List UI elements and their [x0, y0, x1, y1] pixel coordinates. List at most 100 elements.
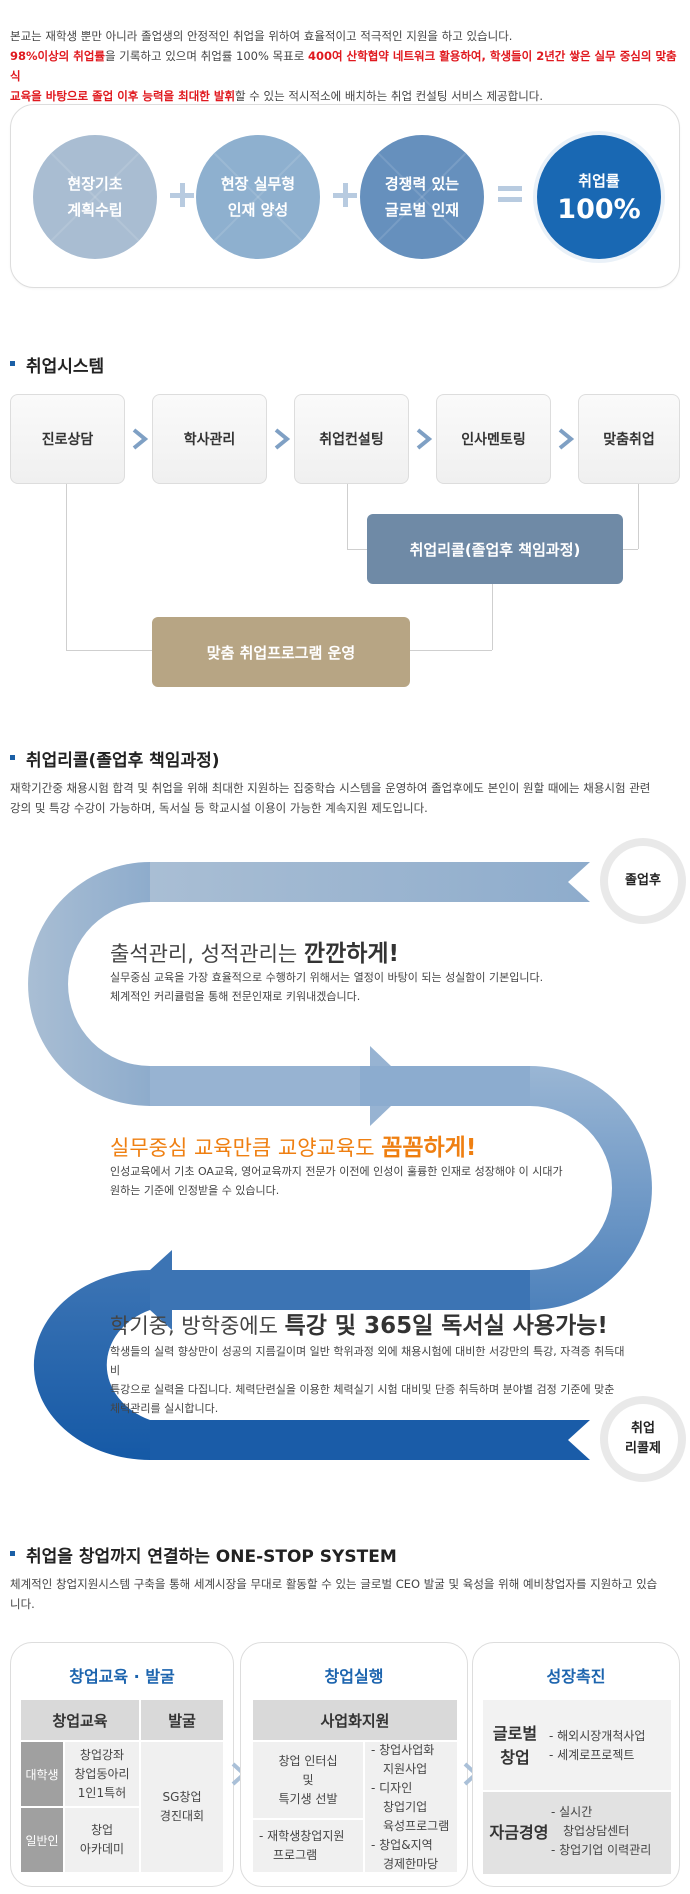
- header-discovery: 발굴: [141, 1700, 223, 1740]
- cell-internship-selection: 창업 인터십 및 특기생 선발: [253, 1742, 363, 1818]
- recall-body-attendance: 실무중심 교육을 가장 효율적으로 수행하기 위해서는 열정이 바탕이 되는 성…: [110, 968, 610, 1006]
- list-item: - 세계로프로젝트: [549, 1748, 635, 1762]
- intro-emphasis: 400여 산학협약 네트워크 활용하여, 학생들이 2년간 쌓은 실무 중심의 …: [10, 49, 677, 83]
- panel-startup-education: 창업교육 · 발굴 창업교육 발굴 대학생 일반인 창업강좌 창업동아리 1인1…: [10, 1642, 234, 1887]
- plus-icon: [333, 183, 357, 207]
- goal-circle-basic-plan: 현장기초 계획수립: [33, 135, 157, 259]
- recall-body-liberal-arts: 인성교육에서 기초 OA교육, 영어교육까지 전문가 이전에 인성이 훌륭한 인…: [110, 1162, 610, 1200]
- recall-description: 재학기간중 채용시험 합격 및 취업을 위해 최대한 지원하는 집중학습 시스템…: [10, 778, 680, 818]
- cell-student-startup-program: - 재학생창업지원 프로그램: [253, 1820, 363, 1872]
- connector-line: [66, 484, 67, 650]
- connector-line: [410, 650, 492, 651]
- list-item: - 창업기업 이력관리: [551, 1843, 652, 1857]
- intro-line-3: 교육을 바탕으로 졸업 이후 능력을 최대한 발휘할 수 있는 적시적소에 배치…: [10, 86, 680, 106]
- employment-rate-box: 현장기초 계획수립 현장 실무형 인재 양성 경쟁력 있는 글로벌 인재 취업률…: [10, 104, 680, 288]
- badge-label: 취업 리콜제: [608, 1404, 678, 1474]
- intro-emphasis: 98%이상의 취업률: [10, 49, 106, 63]
- recall-description-line: 강의 및 특강 수강이 가능하며, 독서실 등 학교시설 이용이 가능한 계속지…: [10, 801, 428, 815]
- heading-emphasis: 꼼꼼하게!: [381, 1135, 477, 1161]
- cell-startup-competition: SG창업 경진대회: [141, 1742, 223, 1872]
- connector-line: [347, 484, 348, 549]
- goal-circle-employment-rate: 취업률 100%: [537, 135, 661, 259]
- goal-circle-global-talent: 경쟁력 있는 글로벌 인재: [360, 135, 484, 259]
- body-line: 체력관리를 실시합니다.: [110, 1402, 219, 1415]
- list-item: - 실시간: [551, 1805, 593, 1819]
- cell-text: 아카데미: [79, 1842, 125, 1856]
- cell-support-programs: - 창업사업화 지원사업 - 디자인 창업기업 육성프로그램 - 창업&지역 경…: [365, 1742, 457, 1872]
- plus-icon: [170, 183, 194, 207]
- section-title-one-stop: 취업을 창업까지 연결하는 ONE-STOP SYSTEM: [10, 1542, 397, 1567]
- circle-label: 계획수립: [67, 201, 123, 219]
- intro-text: 본교는 재학생 뿐만 아니라 졸업생의 안정적인 취업을 위하여 효율적이고 적…: [10, 26, 680, 106]
- panel-title: 창업교육 · 발굴: [69, 1667, 175, 1686]
- badge-label-line: 취업: [631, 1421, 655, 1436]
- cell-student-programs: 창업강좌 창업동아리 1인1특허: [65, 1742, 139, 1806]
- row-label-university-student: 대학생: [21, 1742, 63, 1806]
- badge-after-graduation: 졸업후: [600, 838, 686, 924]
- panel-startup-execution: 창업실행 사업화지원 창업 인터십 및 특기생 선발 - 재학생창업지원 프로그…: [240, 1642, 468, 1887]
- circle-label: 글로벌 인재: [384, 201, 460, 219]
- recall-description-line: 재학기간중 채용시험 합격 및 취업을 위해 최대한 지원하는 집중학습 시스템…: [10, 781, 651, 795]
- list-fund-management: - 실시간 창업상담센터 - 창업기업 이력관리: [551, 1803, 651, 1860]
- section-title-system: 취업시스템: [10, 352, 104, 377]
- body-line: 인성교육에서 기초 OA교육, 영어교육까지 전문가 이전에 인성이 훌륭한 인…: [110, 1165, 563, 1178]
- row-global-startup: [483, 1700, 671, 1790]
- intro-text-segment: 을 기록하고 있으며 취업률 100% 목표로: [105, 49, 308, 63]
- row-label-line: 글로벌: [492, 1724, 538, 1743]
- cell-text: 경진대회: [159, 1809, 205, 1823]
- list-item: - 해외시장개척사업: [549, 1729, 646, 1743]
- employment-rate-value: 100%: [557, 194, 641, 225]
- equals-icon: [498, 186, 522, 204]
- intro-emphasis: 교육을 바탕으로 졸업 이후 능력을 최대한 발휘: [10, 89, 236, 103]
- cell-text: 창업기업: [383, 1799, 428, 1814]
- connector-line: [66, 650, 152, 651]
- recall-heading-liberal-arts: 실무중심 교육만큼 교양교육도 꼼꼼하게!: [110, 1128, 476, 1162]
- heading-text: 실무중심 교육만큼 교양교육도: [110, 1136, 382, 1160]
- cell-text: 지원사업: [383, 1761, 428, 1776]
- badge-label-line: 리콜제: [625, 1441, 661, 1456]
- header-commercialization-support: 사업화지원: [253, 1700, 457, 1740]
- cell-text: SG창업: [162, 1790, 202, 1804]
- circle-label: 인재 양성: [227, 201, 289, 219]
- panel-growth-promotion: 성장촉진 글로벌 창업 - 해외시장개척사업 - 세계로프로젝트 자금경영 - …: [472, 1642, 680, 1887]
- body-line: 원하는 기준에 인정받을 수 있습니다.: [110, 1184, 280, 1197]
- cell-text: 1인1특허: [77, 1785, 127, 1800]
- intro-text-segment: 할 수 있는 적시적소에 배치하는 취업 컨설팅 서비스 제공합니다.: [235, 89, 544, 103]
- body-line: 특강으로 실력을 다집니다. 체력단련실을 이용한 체력실기 시험 대비및 단증…: [110, 1383, 615, 1396]
- panel-title: 창업실행: [324, 1667, 384, 1686]
- system-step-custom-employment: 맞춤취업: [578, 394, 680, 484]
- connector-line: [492, 584, 493, 650]
- cell-text: 프로그램: [273, 1848, 318, 1862]
- header-startup-education: 창업교육: [21, 1700, 139, 1740]
- body-line: 체계적인 커리큘럼을 통해 전문인재로 키워내겠습니다.: [110, 990, 361, 1003]
- cell-text: 및: [302, 1772, 314, 1787]
- circle-label: 경쟁력 있는: [384, 175, 460, 193]
- row-label-line: 창업: [500, 1748, 530, 1767]
- chevron-right-icon: [274, 428, 291, 450]
- circle-label: 현장기초: [67, 175, 123, 193]
- chevron-right-icon: [558, 428, 575, 450]
- cell-text: 육성프로그램: [383, 1818, 450, 1833]
- heading-emphasis: 특강 및 365일 독서실 사용가능!: [284, 1313, 608, 1339]
- chevron-right-icon: [416, 428, 433, 450]
- recall-heading-attendance: 출석관리, 성적관리는 깐깐하게!: [110, 934, 399, 968]
- goal-circle-practical-talent: 현장 실무형 인재 양성: [196, 135, 320, 259]
- description-line: 체계적인 창업지원시스템 구축을 통해 세계시장을 무대로 활동할 수 있는 글…: [10, 1577, 658, 1591]
- body-line: 학생들의 실력 향상만이 성공의 지름길이며 일반 학위과정 외에 채용시험에 …: [110, 1345, 625, 1377]
- cell-text: - 재학생창업지원: [259, 1829, 345, 1843]
- circle-label: 취업률: [578, 172, 620, 190]
- cell-text: 창업 인터십: [278, 1753, 338, 1768]
- heading-text: 학기중, 방학중에도: [110, 1314, 285, 1338]
- badge-employment-recall: 취업 리콜제: [600, 1396, 686, 1482]
- cell-public-academy: 창업 아카데미: [65, 1808, 139, 1872]
- cell-text: - 창업사업화: [371, 1742, 435, 1757]
- system-step-academic-management: 학사관리: [152, 394, 267, 484]
- list-global-startup: - 해외시장개척사업 - 세계로프로젝트: [549, 1727, 645, 1765]
- connector-line: [638, 484, 639, 549]
- cell-text: - 디자인: [371, 1780, 413, 1795]
- recall-program-bar: 취업리콜(졸업후 책임과정): [367, 514, 623, 584]
- cell-text: 특기생 선발: [278, 1791, 338, 1806]
- cell-text: 창업: [90, 1823, 114, 1837]
- heading-emphasis: 깐깐하게!: [303, 941, 400, 967]
- system-step-career-counseling: 진로상담: [10, 394, 125, 484]
